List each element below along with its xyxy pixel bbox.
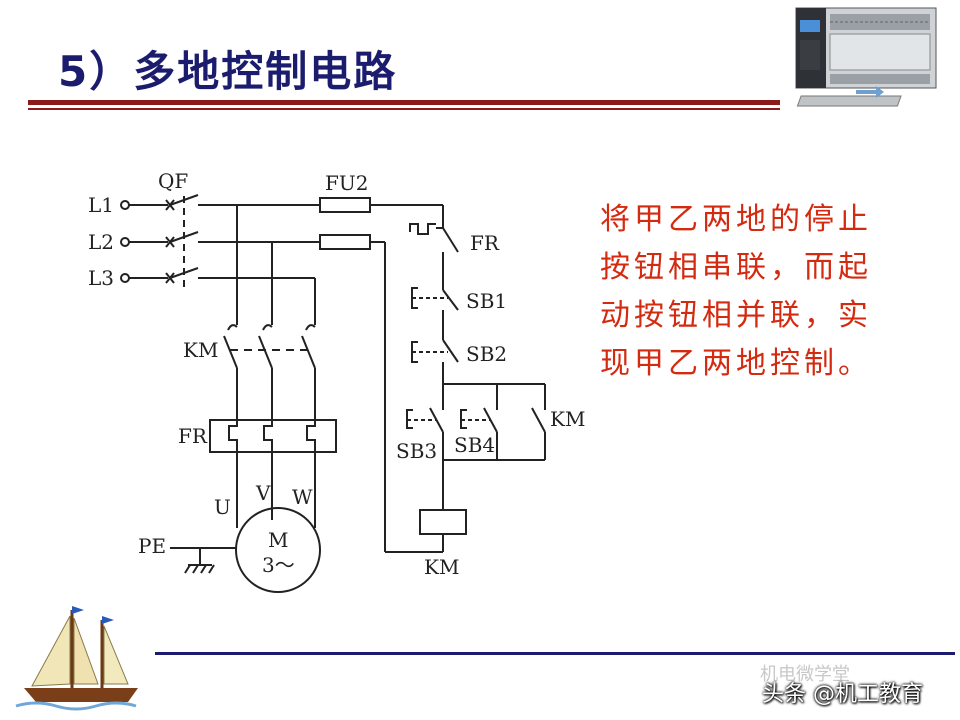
terminal-L2 [120, 237, 130, 247]
terminal-L3 [120, 273, 130, 283]
label-km-main: KM [183, 338, 218, 362]
fuse-fu2-top [319, 197, 371, 213]
sailboat-icon [15, 606, 138, 711]
label-w: W [292, 485, 313, 509]
label-sb1: SB1 [466, 289, 507, 313]
label-l1: L1 [88, 193, 114, 217]
km-main-contacts [223, 324, 316, 369]
terminal-L1 [120, 200, 130, 210]
description-text: 将甲乙两地的停止 按钮相串联，而起 动按钮相并联，实 现甲乙两地控制。 [600, 196, 930, 388]
km-aux-contact [531, 407, 546, 433]
label-fr-ctrl: FR [470, 231, 500, 255]
label-km-coil: KM [424, 555, 459, 579]
description-line: 将甲乙两地的停止 [600, 202, 872, 237]
watermark-main: 头条 @机工教育 [762, 682, 923, 707]
sb2-stop-button [411, 339, 459, 384]
label-sb4: SB4 [454, 433, 495, 457]
label-motor-phase: 3～ [262, 553, 295, 577]
label-sb3: SB3 [396, 439, 437, 463]
sb4-start-button [460, 407, 498, 433]
motor [235, 507, 321, 593]
page-title: 5）多地控制电路 [58, 47, 398, 96]
km-coil [419, 509, 467, 535]
plc-device-image [795, 7, 937, 107]
description-line: 现甲乙两地控制。 [600, 346, 872, 381]
title-underline-thick [28, 100, 780, 105]
description-line: 动按钮相并联，实 [600, 298, 872, 333]
title-underline-thin [28, 108, 780, 110]
label-l2: L2 [88, 230, 114, 254]
footer-rule [155, 652, 955, 655]
sb3-start-button [406, 407, 444, 433]
fuse-fu2-bottom [319, 234, 371, 250]
label-motor-m: M [268, 528, 288, 552]
sb1-stop-button [411, 287, 459, 340]
label-v: V [255, 481, 271, 505]
label-km-aux: KM [550, 407, 585, 431]
watermark-faint: 机电微学堂 [760, 664, 850, 685]
description-line: 按钮相串联，而起 [600, 250, 872, 285]
fr-nc-contact [409, 223, 459, 290]
label-fu2: FU2 [325, 171, 368, 195]
label-qf: QF [158, 169, 188, 193]
label-pe: PE [138, 534, 166, 558]
label-fr-main: FR [178, 424, 208, 448]
label-u: U [214, 495, 231, 519]
label-l3: L3 [88, 266, 114, 290]
breaker-qf [165, 194, 199, 292]
label-sb2: SB2 [466, 342, 507, 366]
